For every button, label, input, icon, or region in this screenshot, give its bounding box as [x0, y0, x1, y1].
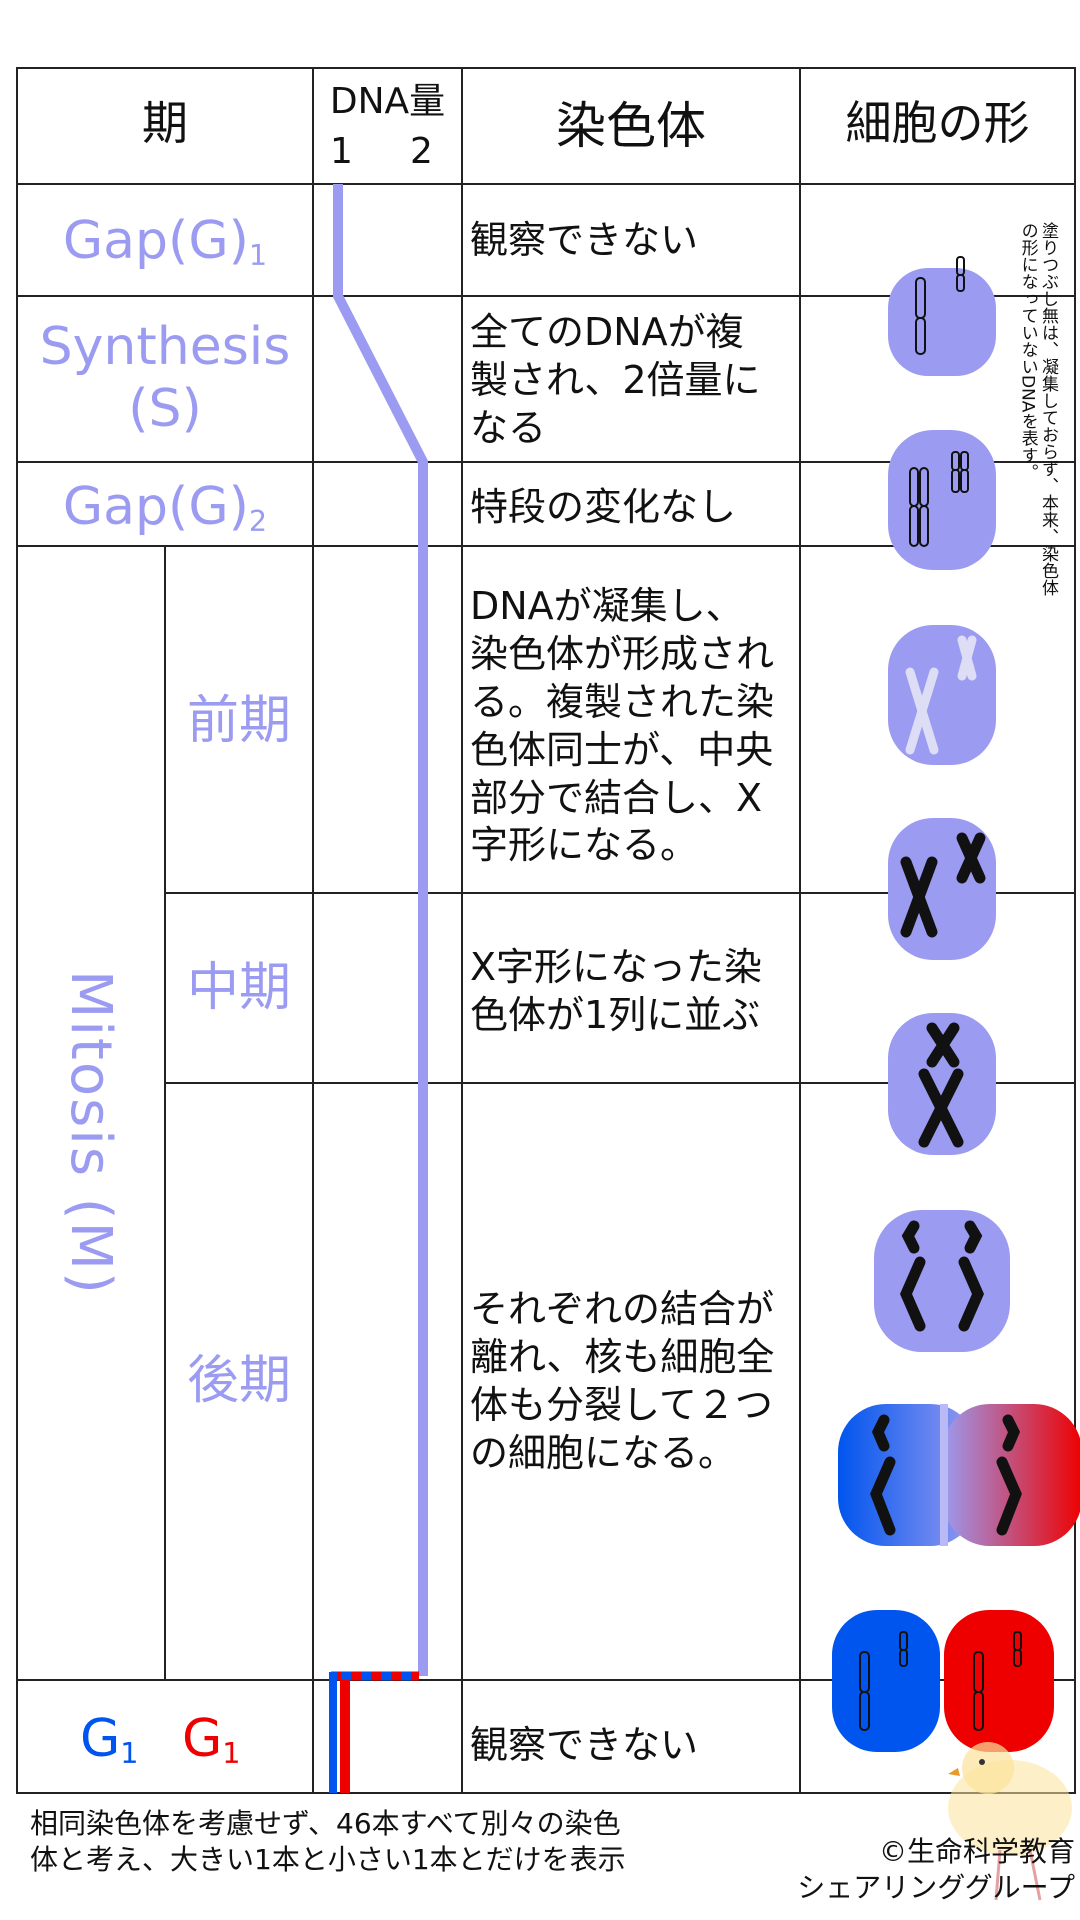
phase-g1-blue: G1: [80, 1709, 139, 1771]
header-cell-shape: 細胞の形: [845, 96, 1030, 150]
cell-icon: [832, 1610, 1054, 1752]
desc-g1: 観察できない: [470, 218, 699, 262]
cell-icon: [888, 430, 996, 570]
phase-s: Synthesis(S): [39, 317, 291, 440]
phase-anaphase: 後期: [186, 1351, 291, 1411]
desc-prophase: DNAが凝集し、 染色体が形成され る。複製された染 色体同士が、中央 部分で結…: [470, 584, 775, 868]
header-chromosome: 染色体: [556, 97, 706, 155]
footer-note: 相同染色体を考慮せず、46本すべて別々の染色 体と考え、大きい1本と小さい1本と…: [30, 1807, 626, 1877]
header-dna-tick-2: 2: [410, 131, 433, 172]
phase-metaphase: 中期: [186, 958, 291, 1018]
cell-icon: [888, 1013, 996, 1155]
cell-icon: [888, 256, 996, 376]
cell-icon: [874, 1210, 1010, 1352]
cell-icon: [888, 625, 996, 765]
phase-prophase: 前期: [186, 691, 291, 751]
chick-icon: [948, 1742, 1072, 1901]
credit-text: ©生命科学教育 シェアリンググループ: [797, 1835, 1075, 1905]
header-phase: 期: [142, 96, 188, 150]
phase-g2: Gap(G)2: [62, 477, 268, 539]
side-note: 塗りつぶし無は、凝集しておらず、本来、染色体の形になっていないDNAを表す。: [1017, 222, 1058, 596]
header-dna-tick-1: 1: [330, 131, 353, 172]
desc-s: 全てのDNAが複 製され、2倍量に なる: [470, 310, 761, 450]
phase-g1: Gap(G)1: [62, 211, 268, 273]
cell-icon: [838, 1404, 1080, 1546]
header-dna-amount: DNA量: [329, 81, 446, 122]
desc-metaphase: X字形になった染 色体が1列に並ぶ: [470, 945, 763, 1037]
desc-g2: 特段の変化なし: [470, 485, 737, 529]
cell-icon: [888, 818, 996, 960]
desc-anaphase: それぞれの結合が 離れ、核も細胞全 体も分裂して２つ の細胞になる。: [470, 1287, 775, 1475]
phase-g1-red: G1: [182, 1709, 241, 1771]
mitosis-label: Mitosis (M): [58, 970, 123, 1296]
desc-g1-next: 観察できない: [470, 1723, 699, 1767]
